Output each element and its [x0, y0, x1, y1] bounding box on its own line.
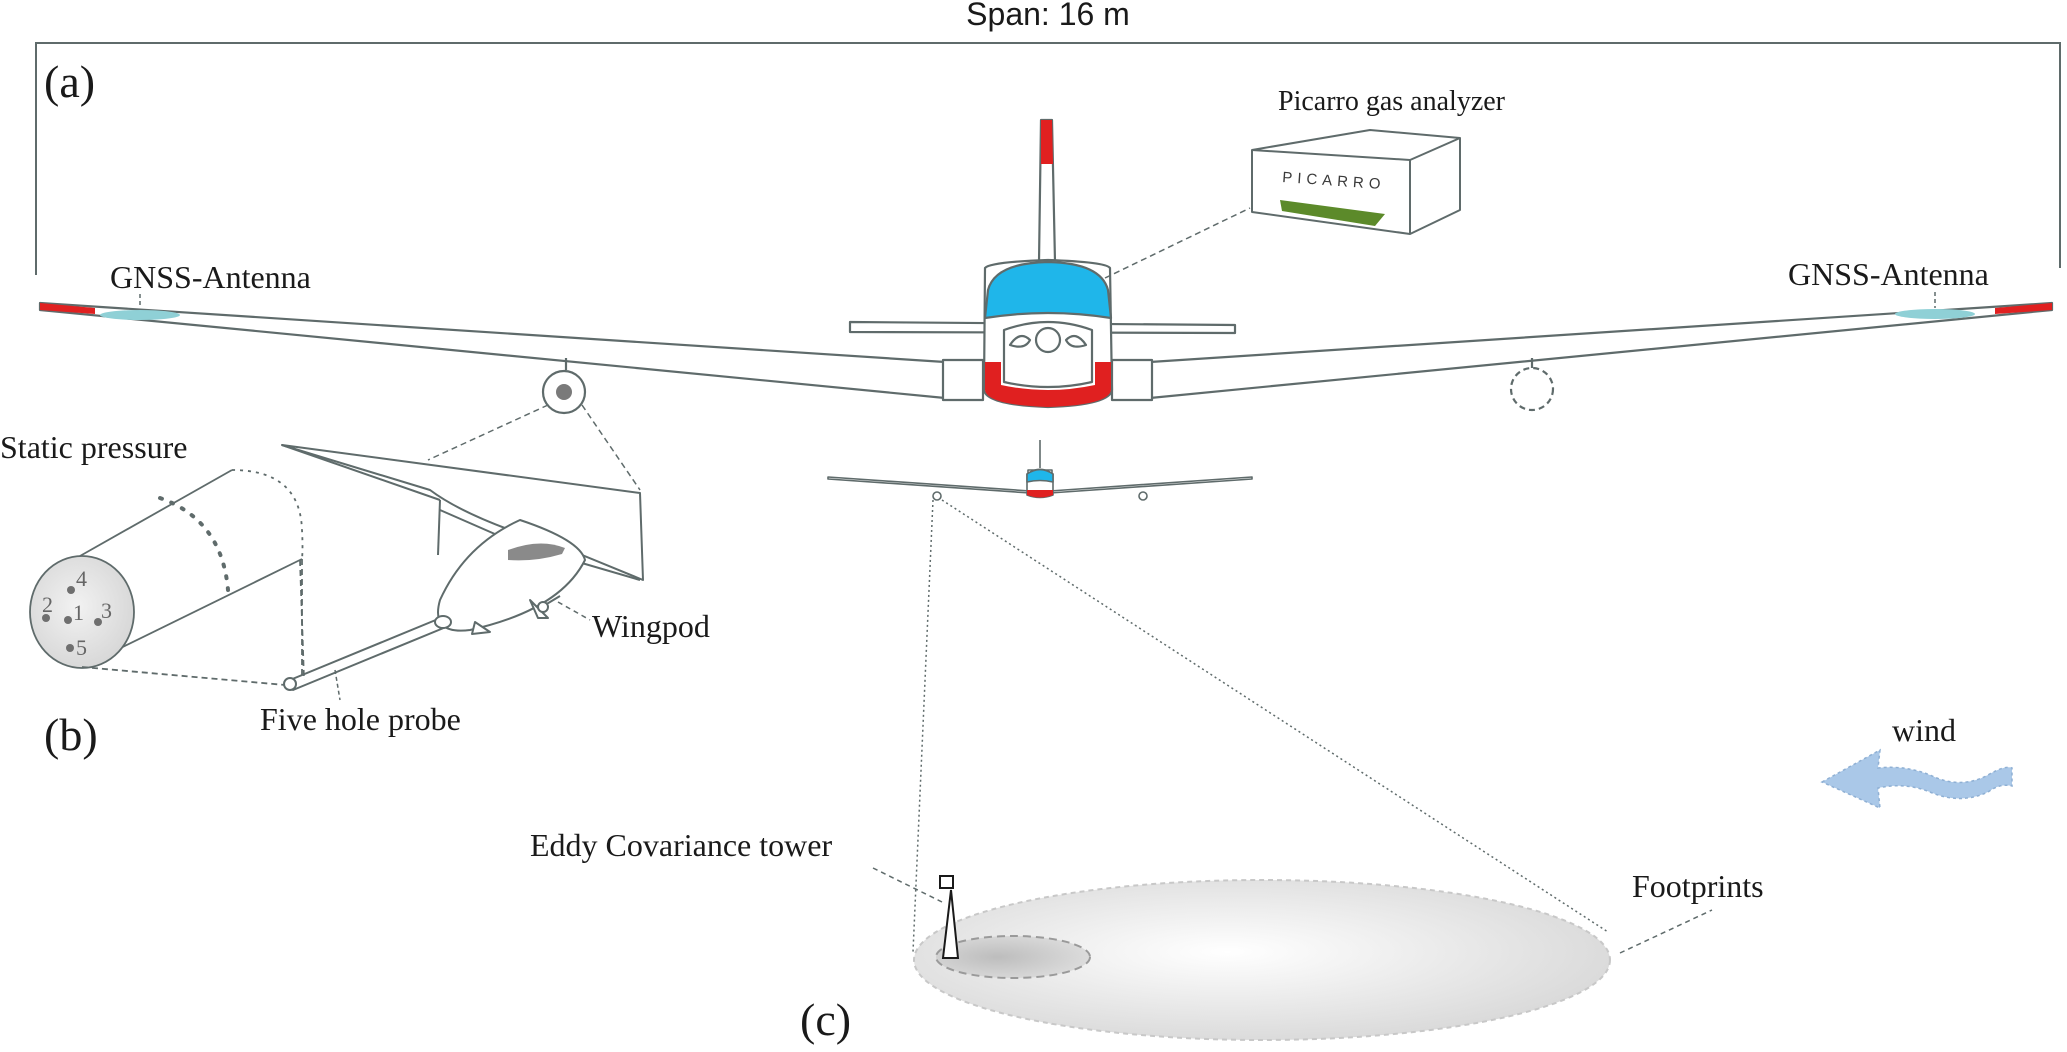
picarro-analyzer: [1251, 129, 1461, 235]
wind-label: wind: [1892, 712, 1956, 748]
static-pressure-label: Static pressure: [0, 429, 188, 465]
hole-3: [94, 618, 102, 626]
hole-label-2: 2: [42, 592, 53, 617]
fuselage-red-band: [985, 362, 1111, 407]
gnss-label-left: GNSS-Antenna: [110, 259, 311, 295]
left-gnss-antenna: [100, 310, 180, 320]
right-wing-tip: [1995, 303, 2052, 314]
hole-5: [66, 644, 74, 652]
probe-holes: [42, 586, 102, 652]
hole-label-4: 4: [76, 566, 87, 591]
hole-label-5: 5: [76, 635, 87, 660]
five-hole-probe-magnified: [29, 469, 305, 686]
hole-2: [42, 614, 50, 622]
flux-footprint: [913, 879, 1611, 1041]
small-glider: [827, 440, 1253, 501]
gnss-label-right: GNSS-Antenna: [1788, 256, 1989, 292]
panel-label-b: (b): [44, 709, 98, 760]
analyzer-green-strip: [1280, 200, 1385, 226]
span-bracket: [35, 42, 2061, 275]
right-wingpod: [1509, 366, 1555, 412]
hole-label-3: 3: [101, 598, 112, 623]
hole-1: [64, 616, 72, 624]
left-wing-tip: [40, 303, 95, 314]
wingpod-label: Wingpod: [592, 608, 710, 644]
fin-tip: [1041, 120, 1053, 164]
wing-detail: [281, 444, 644, 691]
footprints-label: Footprints: [1632, 868, 1764, 904]
wind-arrow: [1820, 748, 2013, 810]
ec-tower-label: Eddy Covariance tower: [530, 827, 832, 863]
span-label: Span: 16 m: [966, 0, 1130, 32]
panel-label-a: (a): [44, 56, 95, 107]
eddy-covariance-tower: [939, 875, 960, 959]
probe-head-disk: [29, 555, 135, 669]
left-wing: [38, 301, 947, 400]
five-hole-probe-label: Five hole probe: [260, 701, 461, 737]
right-gnss-antenna: [1895, 309, 1975, 319]
canopy: [983, 260, 1113, 320]
gas-analyzer-label: Picarro gas analyzer: [1278, 86, 1506, 117]
main-glider: [38, 118, 2054, 415]
hole-label-1: 1: [73, 600, 84, 625]
panel-label-c: (c): [800, 994, 851, 1045]
tower-footprint: [935, 935, 1091, 979]
hole-4: [67, 586, 75, 594]
